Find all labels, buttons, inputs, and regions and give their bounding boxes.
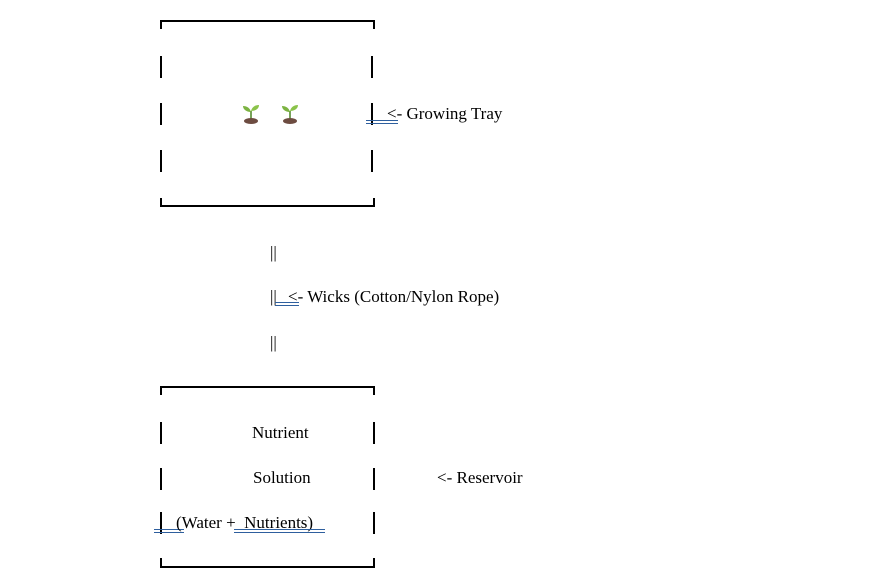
seedling-icon — [282, 105, 298, 124]
tray-top-left-corner — [160, 20, 162, 29]
tray-bottom-left-corner — [160, 198, 162, 207]
reservoir-top-left-corner — [160, 386, 162, 395]
tray-left-wall — [160, 103, 162, 125]
reservoir-top-right-corner — [373, 386, 375, 395]
growing-tray-label: <- Growing Tray — [387, 104, 503, 123]
reservoir-right-wall — [373, 468, 375, 490]
reservoir-left-wall — [160, 512, 162, 534]
tray-right-wall — [371, 56, 373, 78]
tray-bottom-edge — [160, 205, 375, 207]
tray-top-right-corner — [373, 20, 375, 29]
reservoir-left-wall — [160, 468, 162, 490]
proofing-underline — [154, 529, 184, 533]
tray-left-wall — [160, 56, 162, 78]
reservoir-right-wall — [373, 422, 375, 444]
tray-bottom-right-corner — [373, 198, 375, 207]
reservoir-bottom-left-corner — [160, 558, 162, 567]
reservoir-right-wall — [373, 512, 375, 534]
reservoir-text-nutrient: Nutrient — [252, 423, 309, 442]
reservoir-bottom-edge — [160, 566, 375, 568]
proofing-underline — [366, 120, 398, 124]
seedling-icon — [243, 105, 259, 124]
reservoir-label: <- Reservoir — [437, 468, 523, 487]
tray-top-edge — [160, 20, 375, 22]
wick-pipe: || — [270, 333, 277, 352]
reservoir-text-solution: Solution — [253, 468, 311, 487]
reservoir-left-wall — [160, 422, 162, 444]
wick-pipe: || — [270, 243, 277, 262]
reservoir-bottom-right-corner — [373, 558, 375, 567]
proofing-underline — [234, 529, 325, 533]
reservoir-top-edge — [160, 386, 375, 388]
proofing-underline — [275, 302, 299, 306]
wicks-label: <- Wicks (Cotton/Nylon Rope) — [288, 287, 500, 306]
reservoir-text-water-nutrients: (Water + Nutrients) — [176, 513, 314, 532]
tray-right-wall — [371, 150, 373, 172]
wick-pipe: || — [270, 287, 277, 306]
tray-left-wall — [160, 150, 162, 172]
tray-right-wall — [371, 103, 373, 125]
